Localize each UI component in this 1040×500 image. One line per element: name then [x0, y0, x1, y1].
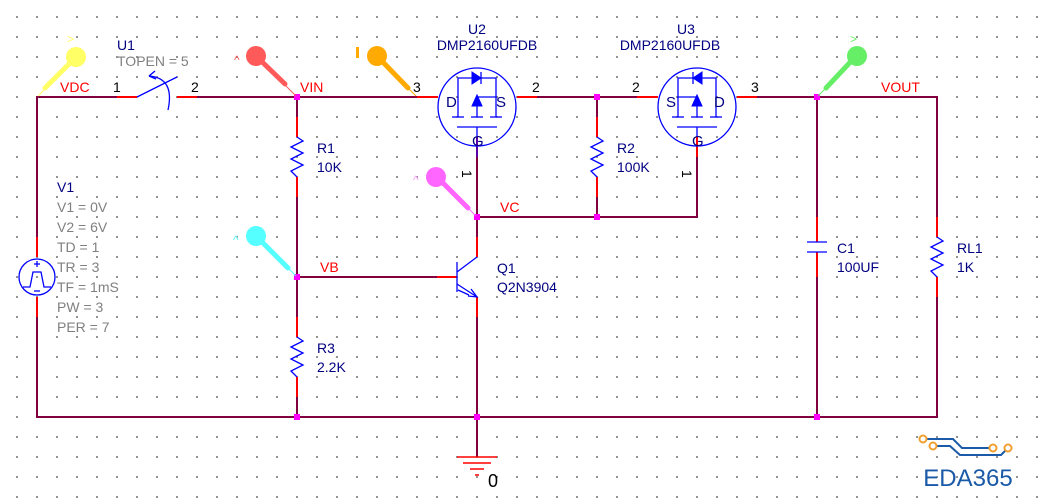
- resistor-r2[interactable]: [589, 136, 605, 178]
- u1-pin1: 1: [113, 79, 121, 95]
- ground-label: 0: [488, 471, 498, 491]
- v1-param: PER = 7: [57, 319, 110, 335]
- q1-value: Q2N3904: [497, 279, 557, 295]
- c1-value: 100UF: [837, 259, 879, 275]
- probe-vb[interactable]: ^: [233, 226, 297, 277]
- v1-param: TR = 3: [57, 259, 100, 275]
- r2-value: 100K: [617, 159, 650, 175]
- v1-param: V2 = 6V: [57, 219, 108, 235]
- junction-vin: [294, 94, 300, 100]
- junction-gnd-c1: [814, 414, 820, 420]
- logo-text: EDA365: [923, 465, 1012, 492]
- net-label-vout: VOUT: [881, 79, 920, 95]
- wire-vout[interactable]: [757, 96, 938, 217]
- r3-ref: R3: [317, 340, 335, 356]
- v1-param: PW = 3: [57, 299, 104, 315]
- u3-pin-s: 2: [632, 79, 640, 95]
- r1-value: 10K: [317, 159, 343, 175]
- circuit-trace-icon: [918, 434, 1013, 456]
- u3-label-g: G: [692, 133, 704, 150]
- v1-ref: V1: [57, 179, 74, 195]
- u2-pin-s: 2: [532, 79, 540, 95]
- r2-ref: R2: [617, 140, 635, 156]
- probe-marker: ^: [234, 53, 240, 67]
- v1-params: V1 = 0V V2 = 6V TD = 1 TR = 3 TF = 1mS P…: [57, 199, 119, 335]
- u3-pin-g: 1: [679, 170, 695, 178]
- u2-ref: U2: [468, 21, 486, 37]
- junction-mid: [594, 94, 600, 100]
- q1-ref: Q1: [497, 260, 516, 276]
- transistor-q1[interactable]: [456, 256, 479, 298]
- wire-gnd-rail[interactable]: [36, 297, 938, 418]
- mosfet-u3[interactable]: [657, 67, 737, 147]
- probe-vdc[interactable]: >: [37, 32, 86, 97]
- u2-label-d: D: [446, 94, 457, 111]
- junction-vout: [814, 94, 820, 100]
- v1-param: TD = 1: [57, 239, 100, 255]
- u1-ref: U1: [117, 37, 135, 53]
- probe-marker: ^: [413, 173, 419, 187]
- u2-label-g: G: [472, 133, 484, 150]
- c1-ref: C1: [837, 240, 855, 256]
- u1-pin2: 2: [191, 79, 199, 95]
- probe-marker: >: [67, 32, 74, 46]
- junctions: [294, 94, 820, 420]
- ground-symbol[interactable]: [457, 456, 497, 476]
- wires: [36, 96, 938, 457]
- u2-label-s: S: [496, 94, 506, 111]
- probe-u2-current[interactable]: [356, 46, 417, 97]
- junction-gnd-q1: [474, 414, 480, 420]
- switch-u1[interactable]: [136, 70, 178, 111]
- resistor-r3[interactable]: [289, 336, 305, 378]
- probe-vc[interactable]: ^: [413, 167, 477, 217]
- v1-param: V1 = 0V: [57, 199, 108, 215]
- junction-vc-r2: [594, 214, 600, 220]
- v1-param: TF = 1mS: [57, 279, 119, 295]
- u1-param: TOPEN = 5: [117, 53, 189, 69]
- u3-label-s: S: [666, 94, 676, 111]
- u3-pin-d: 3: [751, 79, 759, 95]
- pulse-source-v1[interactable]: [18, 258, 56, 296]
- net-label-vin: VIN: [300, 79, 323, 95]
- rl1-value: 1K: [957, 259, 975, 275]
- resistor-rl1[interactable]: [929, 236, 945, 278]
- rl1-ref: RL1: [957, 240, 983, 256]
- u2-pin-d: 3: [413, 79, 421, 95]
- probe-marker: ^: [233, 233, 239, 247]
- net-label-vdc: VDC: [60, 79, 90, 95]
- probe-vout[interactable]: >: [817, 32, 867, 97]
- u2-value: DMP2160UFDB: [437, 37, 537, 53]
- net-label-vb: VB: [320, 259, 339, 275]
- probe-vin[interactable]: ^: [234, 46, 297, 97]
- r3-value: 2.2K: [317, 359, 346, 375]
- u3-ref: U3: [677, 21, 695, 37]
- u2-pin-g: 1: [459, 170, 475, 178]
- junction-gnd-r3: [294, 414, 300, 420]
- resistor-r1[interactable]: [289, 136, 305, 178]
- wire-vdc[interactable]: [36, 96, 120, 255]
- capacitor-c1[interactable]: [807, 241, 827, 253]
- junction-vc: [474, 214, 480, 220]
- mosfet-u2[interactable]: [437, 67, 517, 157]
- probe-marker: >: [850, 32, 857, 46]
- junction-vb: [294, 274, 300, 280]
- probe-marker-current: [356, 47, 359, 58]
- net-label-vc: VC: [500, 199, 519, 215]
- u3-value: DMP2160UFDB: [620, 37, 720, 53]
- u3-label-d: D: [714, 94, 725, 111]
- wire-vc[interactable]: [477, 157, 698, 218]
- eda365-logo: EDA365: [918, 434, 1013, 492]
- r1-ref: R1: [317, 140, 335, 156]
